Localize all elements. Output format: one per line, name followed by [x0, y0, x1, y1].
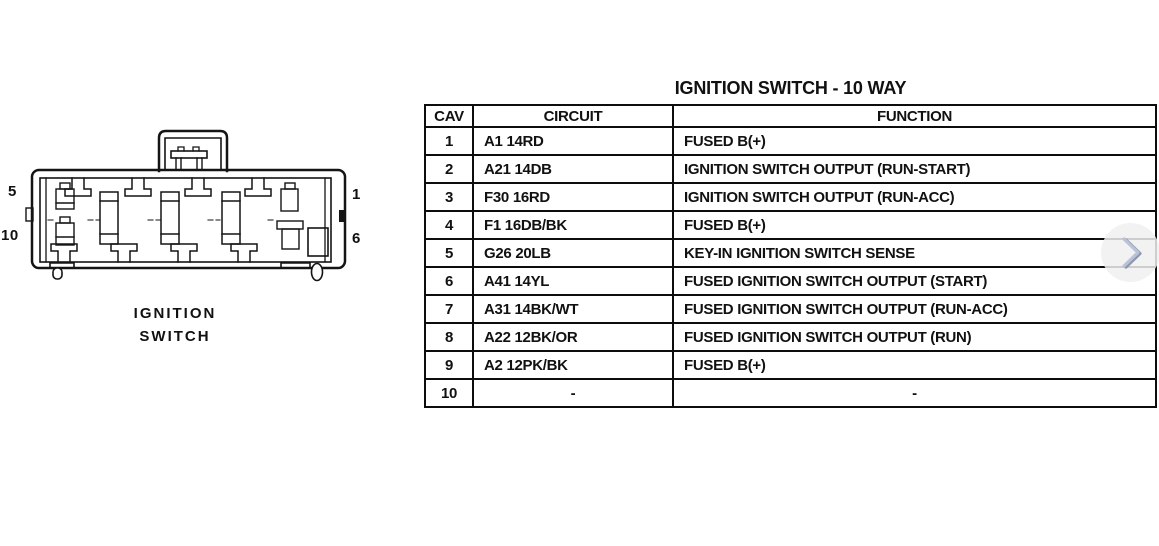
function-cell: IGNITION SWITCH OUTPUT (RUN-ACC): [672, 182, 1157, 212]
cav-cell: 5: [424, 238, 474, 268]
connector-caption: IGNITION SWITCH: [95, 302, 255, 348]
cavity-tab: [110, 243, 138, 263]
cav-cell: 3: [424, 182, 474, 212]
pinout-section: IGNITION SWITCH - 10 WAY CAV CIRCUIT FUN…: [424, 78, 1157, 408]
terminal-slot-small: [276, 182, 304, 250]
cavity-tab: [244, 177, 272, 197]
cavity-tab: [64, 177, 92, 197]
function-cell: FUSED B(+): [672, 126, 1157, 156]
foot-bracket: [280, 262, 311, 269]
cav-cell: 7: [424, 294, 474, 324]
cavity-tab: [170, 243, 198, 263]
caption-line-1: IGNITION: [133, 305, 217, 322]
header-row: CAV CIRCUIT FUNCTION: [424, 104, 1157, 128]
pin-label-6: 6: [352, 230, 361, 247]
cavity-tab: [230, 243, 258, 263]
connector-body: [30, 168, 347, 270]
circuit-cell: G26 20LB: [472, 238, 674, 268]
function-cell: IGNITION SWITCH OUTPUT (RUN-START): [672, 154, 1157, 184]
left-side-notch: [25, 207, 34, 222]
latch-bumps: [177, 146, 200, 152]
function-cell: FUSED IGNITION SWITCH OUTPUT (START): [672, 266, 1157, 296]
cavity-tab: [124, 177, 152, 197]
connector-inner: [39, 177, 332, 263]
chevron-right-icon: [1121, 236, 1142, 269]
connector-drawing: [25, 129, 347, 282]
table-row: 10--: [424, 378, 1157, 408]
cav-cell: 6: [424, 266, 474, 296]
circuit-cell: A21 14DB: [472, 154, 674, 184]
latch-inner: [164, 137, 222, 171]
cav-cell: 1: [424, 126, 474, 156]
col-header-function: FUNCTION: [672, 104, 1157, 128]
right-side-key: [339, 210, 345, 222]
function-cell: FUSED IGNITION SWITCH OUTPUT (RUN-ACC): [672, 294, 1157, 324]
terminal-slot-small: [55, 182, 75, 246]
circuit-cell: F1 16DB/BK: [472, 210, 674, 240]
foot-bracket: [49, 262, 75, 269]
cav-cell: 10: [424, 378, 474, 408]
caption-line-2: SWITCH: [139, 328, 211, 345]
latch-legs: [175, 157, 203, 171]
circuit-cell: A22 12BK/OR: [472, 322, 674, 352]
cav-cell: 2: [424, 154, 474, 184]
cav-cell: 8: [424, 322, 474, 352]
pin-label-5: 5: [8, 183, 17, 200]
circuit-cell: A1 14RD: [472, 126, 674, 156]
keyway-square: [307, 227, 329, 257]
latch-outline: [157, 129, 229, 173]
col-header-cav: CAV: [424, 104, 474, 128]
col-header-circuit: CIRCUIT: [472, 104, 674, 128]
pin-label-10: 10: [1, 227, 19, 244]
foot-peg: [52, 267, 63, 280]
terminal-slot: [99, 191, 241, 245]
cav-cell: 9: [424, 350, 474, 380]
cavity-tab: [184, 177, 212, 197]
circuit-cell: -: [472, 378, 674, 408]
circuit-cell: A41 14YL: [472, 266, 674, 296]
cav-cell: 4: [424, 210, 474, 240]
table-title: IGNITION SWITCH - 10 WAY: [674, 78, 907, 98]
function-cell: FUSED B(+): [672, 350, 1157, 380]
function-cell: KEY-IN IGNITION SWITCH SENSE: [672, 238, 1157, 268]
function-cell: FUSED B(+): [672, 210, 1157, 240]
function-cell: -: [672, 378, 1157, 408]
next-page-button[interactable]: [1101, 223, 1159, 282]
circuit-cell: A31 14BK/WT: [472, 294, 674, 324]
connector-diagram: 5 10 1 6 IGNITION SWITCH: [0, 125, 372, 360]
latch-bar: [170, 150, 208, 159]
pin-label-1: 1: [352, 186, 361, 203]
circuit-cell: A2 12PK/BK: [472, 350, 674, 380]
circuit-cell: F30 16RD: [472, 182, 674, 212]
function-cell: FUSED IGNITION SWITCH OUTPUT (RUN): [672, 322, 1157, 352]
cavity-tab: [50, 243, 78, 263]
foot-peg: [310, 262, 324, 282]
